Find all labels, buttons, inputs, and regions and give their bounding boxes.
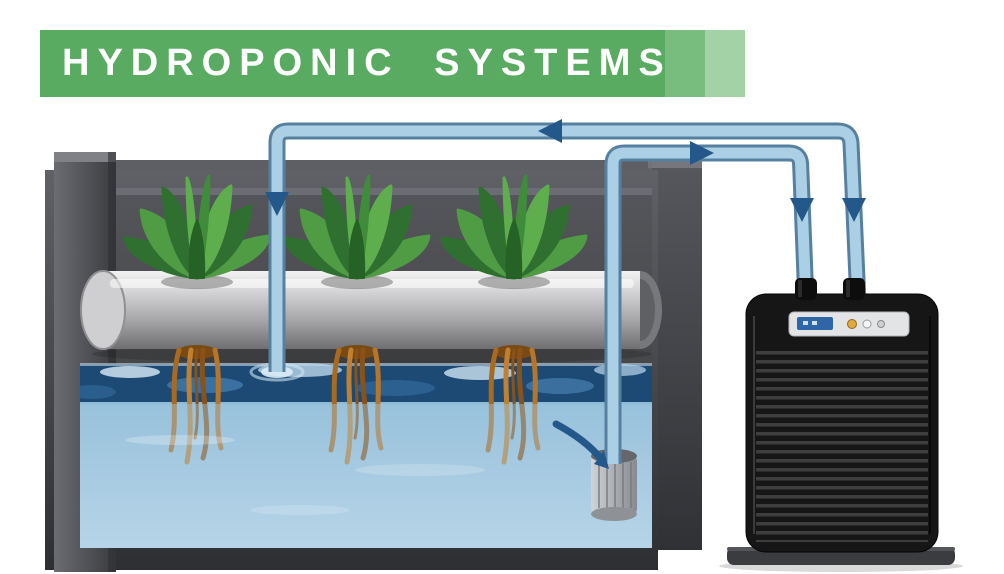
submersible-pump [591,449,637,521]
title-banner: HYDROPONIC SYSTEMS [40,30,745,97]
flow-arrows [265,119,866,469]
chiller-vents [756,346,928,542]
grow-tube-left-cap [80,270,126,350]
chiller-power-button [847,319,857,329]
flow-arrow-into-pump-icon [552,420,606,464]
flow-arrow-down-chiller-1-icon [790,198,814,222]
return-pipe [271,125,864,372]
water-overlay [80,404,652,548]
chiller-button [877,320,885,328]
flow-arrow-down-tank-icon [265,192,289,216]
page-title: HYDROPONIC SYSTEMS [62,42,672,84]
flow-arrow-right-icon [690,141,714,165]
banner-accent-strip-1 [665,30,705,97]
flow-arrow-down-chiller-2-icon [842,198,866,222]
banner-accent-strip-2 [705,30,745,97]
water-chiller [719,278,963,572]
flow-arrow-left-icon [538,119,562,143]
chiller-button [862,319,872,329]
